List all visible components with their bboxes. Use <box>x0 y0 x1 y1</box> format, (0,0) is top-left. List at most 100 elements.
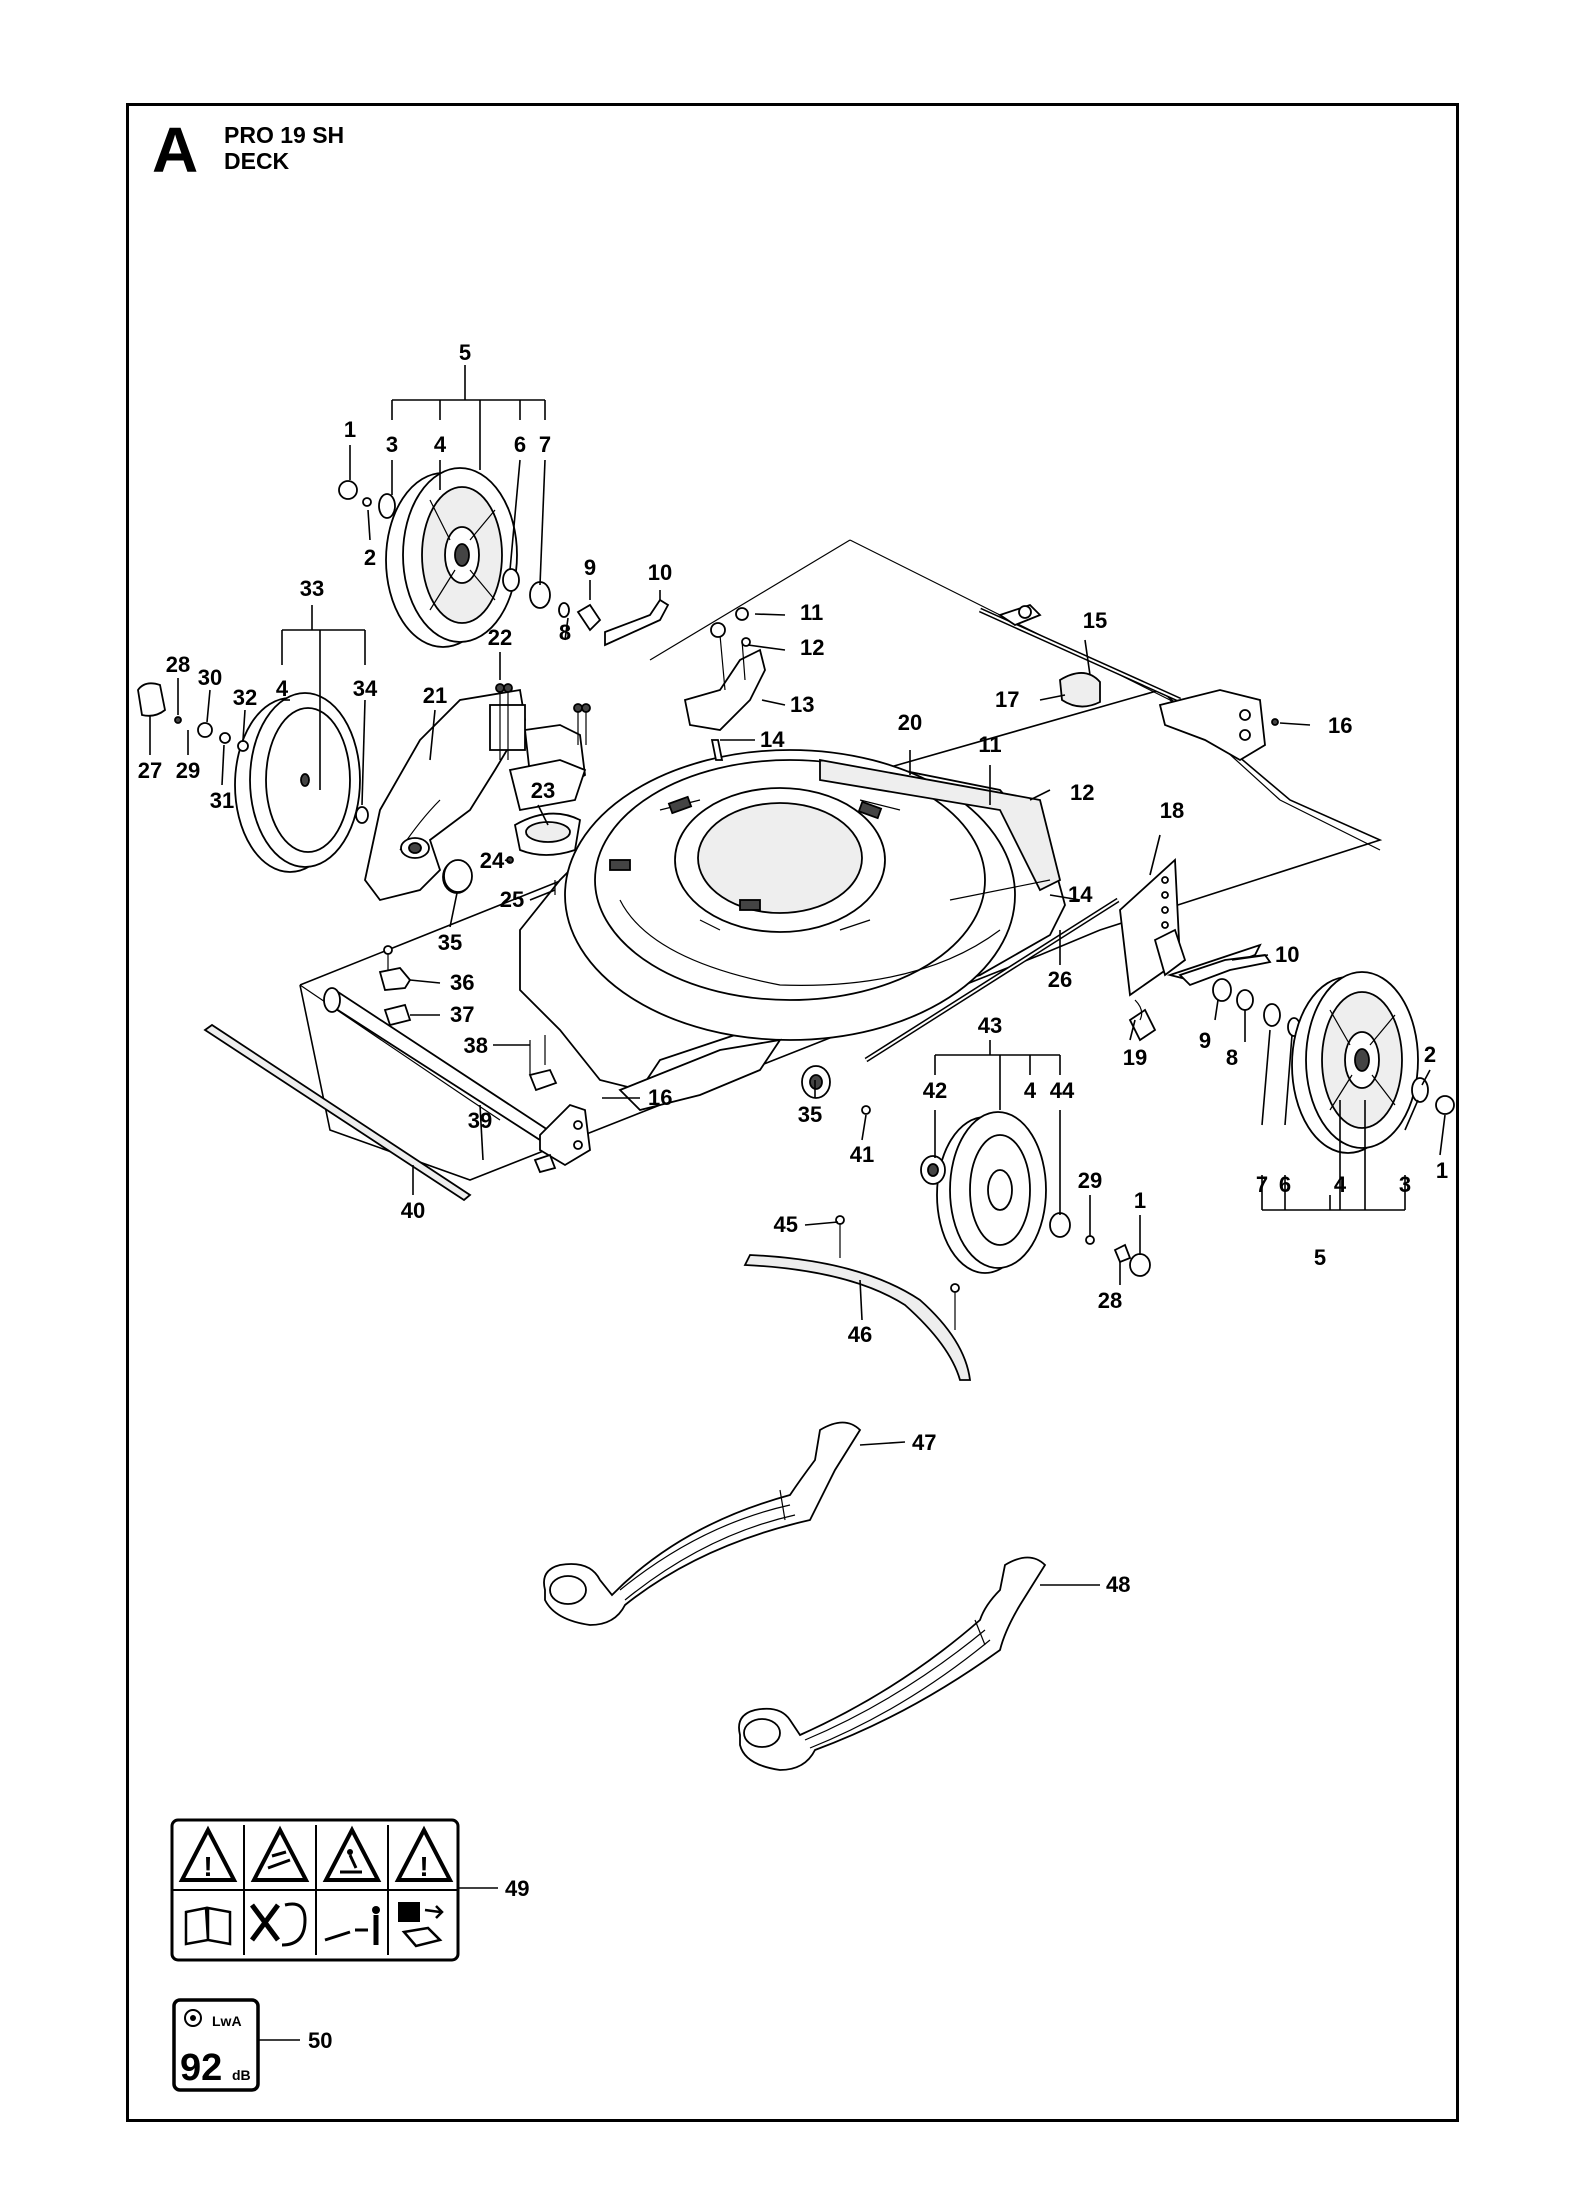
callout-label: 17 <box>995 687 1019 712</box>
callout-label: 4 <box>434 432 447 457</box>
callout-label: 34 <box>353 676 378 701</box>
rear-axle-rod <box>978 603 1279 762</box>
callout-label: 1 <box>344 417 356 442</box>
callout-label: 50 <box>308 2028 332 2053</box>
rear-wheel-top <box>338 467 670 648</box>
left-rear-wheel <box>137 682 369 873</box>
noise-symbol: LwA <box>212 2013 242 2029</box>
callout-label: 18 <box>1160 798 1184 823</box>
handle-bracket-48 <box>738 1556 1047 1771</box>
warning-projectile-icon <box>250 1825 310 1882</box>
drive-housing <box>364 683 591 902</box>
callout-label: 43 <box>978 1013 1002 1038</box>
callout-labels: 5 1 3 4 6 7 2 9 8 10 11 12 13 14 15 16 1… <box>138 340 1448 2053</box>
callout-label: 25 <box>500 887 524 912</box>
noise-value: 92 <box>180 2047 222 2089</box>
callout-label: 13 <box>790 692 814 717</box>
callout-label: 20 <box>898 710 922 735</box>
front-bumper <box>743 1215 972 1381</box>
callout-label: 3 <box>1399 1172 1411 1197</box>
callout-label: 28 <box>166 652 190 677</box>
callout-label: 16 <box>648 1085 672 1110</box>
height-adjust-bracket <box>683 607 766 761</box>
callout-label: 6 <box>514 432 526 457</box>
section-letter: A <box>152 114 199 186</box>
callout-label: 14 <box>760 727 785 752</box>
callout-label: 41 <box>850 1142 874 1167</box>
noise-level-decal <box>172 1998 260 2092</box>
callout-label: 19 <box>1123 1045 1147 1070</box>
callout-label: 30 <box>198 665 222 690</box>
callout-label: 9 <box>584 555 596 580</box>
callout-label: 8 <box>1226 1045 1238 1070</box>
front-bumper-bar <box>203 1023 472 1202</box>
safety-decal: ! ! <box>170 1818 460 1962</box>
callout-label: 35 <box>438 930 462 955</box>
callout-label: 12 <box>1070 780 1094 805</box>
callout-label: 3 <box>386 432 398 457</box>
svg-text:!: ! <box>203 1851 212 1882</box>
callout-label: 45 <box>774 1212 798 1237</box>
callout-label: 48 <box>1106 1572 1130 1597</box>
callout-label: 22 <box>488 625 512 650</box>
callout-label: 32 <box>233 685 257 710</box>
callout-label: 10 <box>648 560 672 585</box>
callout-label: 4 <box>1334 1172 1347 1197</box>
section-title: DECK <box>224 148 290 174</box>
callout-label: 8 <box>559 620 571 645</box>
callout-label: 5 <box>459 340 471 365</box>
callout-label: 27 <box>138 758 162 783</box>
height-adjust-plate <box>1119 858 1262 1042</box>
front-axle <box>323 987 591 1167</box>
callout-label: 7 <box>539 432 551 457</box>
callout-label: 33 <box>300 576 324 601</box>
diagram-frame <box>126 103 1459 2122</box>
bearing-left <box>443 859 473 893</box>
axle-clips <box>378 945 558 1174</box>
callout-label: 11 <box>978 732 1001 757</box>
callout-label: 42 <box>923 1078 947 1103</box>
right-rear-wheel <box>1291 971 1455 1154</box>
callout-label: 12 <box>800 635 824 660</box>
callout-label: 23 <box>531 778 555 803</box>
callout-label: 24 <box>480 848 505 873</box>
callout-label: 31 <box>210 788 234 813</box>
callout-label: 49 <box>505 1876 529 1901</box>
callout-label: 2 <box>1424 1042 1436 1067</box>
manual-book-icon <box>184 1906 232 1946</box>
callout-label: 10 <box>1275 942 1299 967</box>
model-title: PRO 19 SH <box>224 122 345 148</box>
callout-label: 46 <box>848 1322 872 1347</box>
callout-label: 40 <box>401 1198 425 1223</box>
callout-label: 4 <box>276 676 289 701</box>
no-hands-feet-icon <box>249 1902 307 1947</box>
callout-label: 16 <box>1328 713 1352 738</box>
callout-label: 35 <box>798 1102 822 1127</box>
callout-label: 11 <box>800 600 823 625</box>
warning-icon: ! <box>178 1825 238 1882</box>
callout-label: 5 <box>1314 1245 1326 1270</box>
leader-lines <box>149 365 1446 2041</box>
callout-label: 1 <box>1436 1158 1448 1183</box>
front-wheel <box>861 1105 1151 1277</box>
remove-key-icon <box>398 1902 444 1948</box>
callout-label: 14 <box>1068 882 1093 907</box>
warning-icon: ! <box>394 1825 454 1882</box>
handle-bracket-47 <box>543 1421 862 1626</box>
callout-label: 26 <box>1048 967 1072 992</box>
callout-label: 38 <box>464 1033 488 1058</box>
callout-label: 21 <box>423 683 447 708</box>
callout-label: 36 <box>450 970 474 995</box>
callout-label: 29 <box>1078 1168 1102 1193</box>
callout-label: 2 <box>364 545 376 570</box>
bystander-distance-icon <box>324 1906 380 1945</box>
callout-label: 15 <box>1083 608 1107 633</box>
warning-blade-icon <box>322 1825 382 1882</box>
callout-label: 47 <box>912 1430 936 1455</box>
callout-label: 44 <box>1050 1078 1075 1103</box>
adjust-rod <box>864 897 1120 1063</box>
callout-label: 1 <box>1134 1188 1146 1213</box>
noise-unit: dB <box>232 2067 251 2083</box>
callout-label: 29 <box>176 758 200 783</box>
